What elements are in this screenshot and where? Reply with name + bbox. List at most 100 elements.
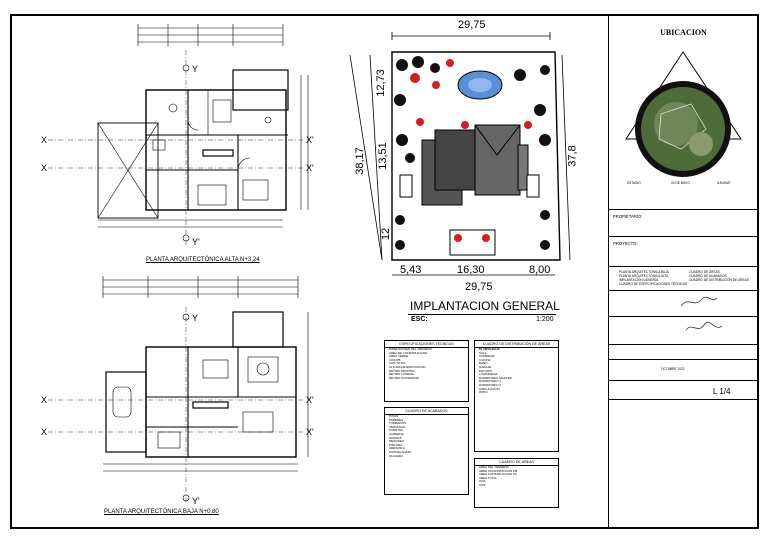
table-row: RETIRO POSTERIOR	[385, 377, 468, 381]
table-row: DIMENSIONES DEL TERRENO	[385, 348, 468, 352]
areas-table: CUADRO DE DISTRIBUCIÓN DE ÁREAS PLANTA B…	[474, 340, 559, 452]
axis-xprime-label-low-2: X'	[306, 427, 314, 437]
table-cell: RETIRO POSTERIOR	[389, 376, 419, 380]
table-row: MESONES	[389, 440, 405, 444]
table-cell: COS PB	[389, 358, 401, 362]
date-value: OCTUBRE 2022	[661, 367, 685, 371]
table-row: PINTURA	[389, 443, 403, 447]
contents-item: IMPLANTACIÓN GENERAL	[619, 278, 659, 282]
table-row: DORMITORIO MASTER	[479, 376, 512, 380]
table-row: PATIO	[479, 391, 488, 395]
contents-item-right: CUADRO DE ÁREAS	[689, 270, 720, 274]
site-scale-value: 1:200	[536, 316, 554, 323]
table-row: CIRCULACIÓN	[479, 387, 500, 391]
site-scale-label: ESC:	[411, 316, 428, 323]
axis-x-label: X	[41, 135, 47, 145]
table-row: GARAJE	[479, 365, 492, 369]
table-row: CERÁMICA	[389, 447, 405, 451]
table-row: COMEDOR	[479, 355, 495, 359]
areas-table-title: CUADRO DE DISTRIBUCIÓN DE ÁREAS	[475, 341, 558, 348]
table-row: ESTUDIO	[479, 369, 493, 373]
contents-item-right: CUADRO DE DISTRIBUCIÓN DE ÁREAS	[689, 278, 749, 282]
table-row: FACHADA	[389, 454, 404, 458]
table-row: RETIRO FRONTAL	[385, 370, 468, 374]
site-bottom-seg-2: 16,30	[457, 264, 485, 276]
site-title-underline	[408, 314, 556, 315]
table-row: VENTANAS	[389, 425, 405, 429]
table-row: COS PB	[385, 359, 468, 363]
table-row: COS	[479, 480, 486, 484]
site-left-total: 38,17	[353, 147, 366, 175]
location-map	[625, 51, 742, 177]
sheet-number: L 1/4	[713, 387, 731, 396]
owner-label: PROPIETARIO:	[613, 214, 643, 219]
site-bottom-seg-1: 5,43	[400, 264, 422, 276]
contents-item-right: CUADRO DE ACABADOS	[689, 274, 727, 278]
axis-x-label-low: X	[41, 395, 47, 405]
table-row: BAÑO	[479, 362, 488, 366]
table-row: PUERTAS	[389, 429, 403, 433]
tb-divider	[609, 399, 758, 400]
table-row: PISOS	[389, 415, 399, 418]
upper-floor-plan: X X X' X' Y Y'	[41, 24, 314, 247]
summary-table: CUADRO DE ÁREAS ÁREA DEL TERRENO ÁREA CO…	[474, 458, 559, 508]
contents-item: PLANTA ARQUITECTÓNICA ALTA	[619, 274, 669, 278]
areas-table-subtitle: PLANTA BAJA	[479, 348, 500, 351]
table-row: COCINA	[479, 358, 491, 362]
table-row: ÁREA VERDE	[385, 355, 468, 359]
table-cell: DIMENSIONES DEL TERRENO	[389, 348, 433, 351]
tb-divider	[609, 209, 758, 210]
lower-floor-plan: X X X' X' Y Y'	[41, 276, 314, 506]
title-block: UBICACION ESTADIO 24 DE MAYO ILINIHUÉ PR…	[608, 14, 759, 529]
contents-item: PLANTA ARQUITECTÓNICA BAJA	[619, 270, 669, 274]
table-row: DORMITORIO 2	[479, 383, 501, 387]
tb-divider	[609, 236, 758, 237]
finishes-table: CUADRO DE ACABADOS PISOS PAREDES TUMBADO…	[384, 407, 469, 495]
axis-x-label-2: X	[41, 163, 47, 173]
table-row: PORCELANATO	[389, 450, 412, 454]
specs-table: ESPECIFICACIONES TÉCNICAS DIMENSIONES DE…	[384, 340, 469, 402]
tb-divider	[609, 316, 758, 317]
table-cell: RETIRO FRONTAL	[389, 369, 415, 373]
table-row: COS TOTAL	[385, 362, 468, 366]
upper-plan-title: PLANTA ARQUITECTÓNICA ALTA N+3,24	[146, 257, 260, 263]
contents-item: CUADRO DE ESPECIFICACIONES TÉCNICAS	[619, 282, 688, 286]
table-row: TUMBADOS	[389, 422, 407, 426]
lower-plan-title: PLANTA ARQUITECTÓNICA BAJA N+0,80	[104, 509, 219, 515]
table-row: PAREDES	[389, 418, 404, 422]
site-left-depth-3: 12	[380, 227, 393, 241]
axis-xprime-label-2: X'	[306, 163, 314, 173]
axis-xprime-label: X'	[306, 135, 314, 145]
location-heading: UBICACION	[660, 28, 707, 37]
site-plan	[349, 32, 571, 276]
axis-x-label-low-2: X	[41, 427, 47, 437]
signature-2	[685, 321, 723, 331]
tb-divider	[609, 266, 758, 267]
signature-1	[680, 296, 718, 307]
table-row: GRADAS	[389, 436, 402, 440]
table-cell: ÁREA VERDE	[389, 355, 409, 359]
loc-label-2: 24 DE MAYO	[671, 181, 690, 185]
tb-divider	[609, 344, 758, 345]
table-row: LAVANDERÍA	[479, 373, 498, 377]
table-row: ÁREA CONSTRUCCIÓN PA	[479, 473, 517, 477]
site-left-depth-1: 12,73	[374, 69, 387, 97]
site-left-depth-2: 13,51	[376, 142, 389, 170]
axis-y-label: Y	[192, 64, 198, 74]
axis-y-label-low: Y	[192, 313, 198, 323]
table-row: ÁREA DEL TERRENO	[479, 466, 510, 469]
table-row: ALTURA DE EDIFICACIÓN	[385, 366, 468, 370]
tb-divider	[609, 290, 758, 291]
axis-yprime-label-low: Y'	[192, 496, 200, 506]
table-row: CUS	[479, 483, 486, 487]
drawing-sheet-border	[10, 14, 759, 529]
axis-yprime-label: Y'	[192, 237, 200, 247]
finishes-table-title: CUADRO DE ACABADOS	[385, 408, 468, 415]
loc-label-3: ILINIHUÉ	[717, 181, 731, 185]
summary-table-title: CUADRO DE ÁREAS	[475, 459, 558, 466]
table-cell: RETIRO LATERAL	[389, 373, 415, 377]
table-cell: COS TOTAL	[389, 362, 406, 366]
table-row: ÁREA TOTAL	[479, 476, 498, 480]
site-top-width: 29,75	[458, 19, 486, 31]
loc-label-1: ESTADIO	[627, 181, 641, 185]
